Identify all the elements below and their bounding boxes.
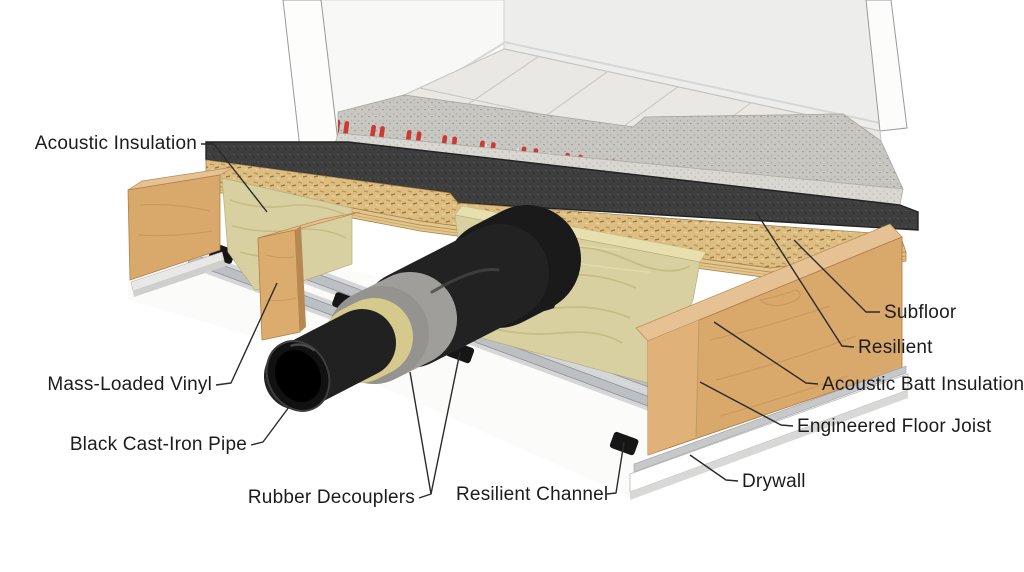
label-acoustic-batt-insulation: Acoustic Batt Insulation — [822, 374, 1024, 395]
right-wall-edge — [865, 0, 908, 132]
label-engineered-floor-joist: Engineered Floor Joist — [797, 416, 992, 437]
left-drywall-edge — [130, 251, 226, 297]
drywall-underside — [630, 390, 908, 500]
leader-resilient — [755, 211, 855, 348]
leader-black-cast-iron-pipe — [250, 406, 290, 446]
leader-acoustic-insulation — [201, 143, 268, 213]
leader-acoustic-batt-insulation — [713, 321, 819, 385]
label-subfloor: Subfloor — [884, 302, 957, 323]
leader-engineered-floor-joist — [699, 381, 794, 427]
label-acoustic-insulation: Acoustic Insulation — [34, 133, 197, 154]
engineered-floor-joist — [635, 223, 903, 456]
leader-resilient-channel — [606, 441, 625, 495]
label-resilient-channel: Resilient Channel — [456, 484, 609, 505]
middle-stud — [257, 211, 361, 341]
leader-rubber-decouplers-b — [430, 351, 461, 495]
leader-mass-loaded-vinyl — [215, 282, 278, 386]
cast-iron-pipe-assembly — [264, 205, 581, 412]
back-wall-face — [504, 0, 880, 131]
leader-drywall — [689, 454, 739, 482]
stud-face — [257, 229, 301, 341]
joist-end-face — [648, 320, 699, 455]
label-black-cast-iron-pipe: Black Cast-Iron Pipe — [69, 434, 247, 455]
label-mass-loaded-vinyl: Mass-Loaded Vinyl — [47, 374, 212, 395]
pipe-open-end — [265, 340, 331, 412]
leader-lines — [201, 143, 880, 499]
label-resilient: Resilient — [858, 337, 933, 358]
left-joist-face — [127, 174, 221, 281]
label-rubber-decouplers: Rubber Decouplers — [247, 487, 415, 508]
baseboard-line — [503, 41, 881, 124]
left-floor-joist — [127, 166, 235, 281]
leader-subfloor — [793, 239, 880, 313]
stud-side — [295, 226, 306, 332]
label-drywall: Drywall — [742, 471, 806, 492]
